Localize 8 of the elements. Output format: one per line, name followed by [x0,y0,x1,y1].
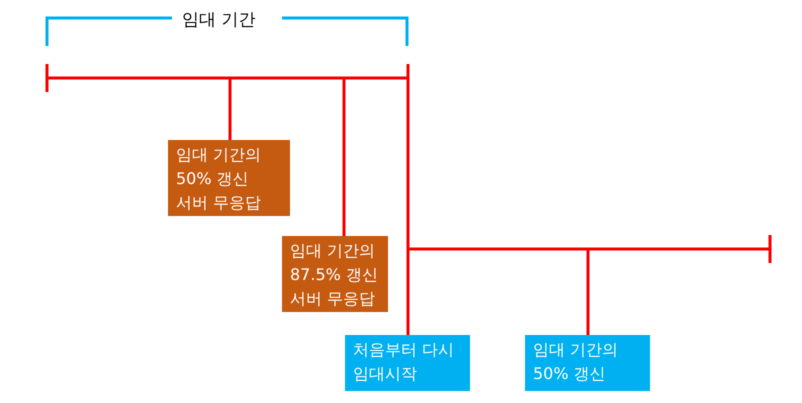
event-box: 임대 기간의 87.5% 갱신 서버 무응답 [282,236,388,312]
event-box: 임대 기간의 50% 갱신 [525,335,650,391]
leader-line [228,79,232,140]
leader-line [342,79,346,236]
event-box: 처음부터 다시 임대시작 [345,335,470,391]
leader-line [406,249,410,335]
event-box: 임대 기간의 50% 갱신 서버 무응답 [168,140,290,216]
leader-line [586,249,590,335]
